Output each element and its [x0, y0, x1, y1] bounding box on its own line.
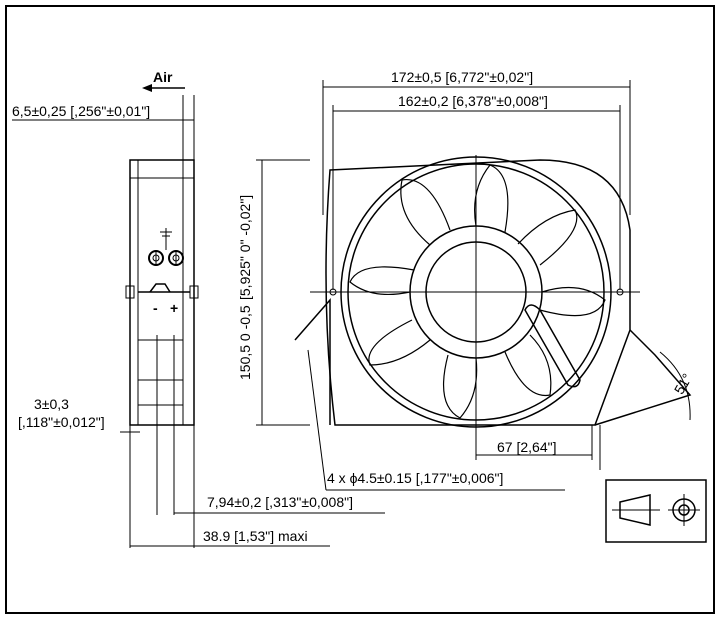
height-dim-mm: 150,5 0 -0,5 [237, 305, 253, 380]
overall-width-dim: 172±0,5 [6,772"±0,02"] [391, 69, 533, 85]
hole-spacing-dim: 162±0,2 [6,378"±0,008"] [398, 93, 548, 109]
mounting-holes-dim: 4 x ϕ4.5±0.15 [,177"±0,006"] [327, 470, 503, 486]
angle-dim: 51° [671, 371, 695, 397]
connector-terminals [148, 228, 184, 266]
air-label: Air [153, 69, 173, 85]
fan-side-body [129, 159, 195, 426]
rotation-arrow-icon [149, 283, 171, 293]
minus-label: - [153, 300, 158, 316]
mount-hole-right [616, 288, 624, 296]
terminal-housing [594, 329, 692, 426]
depth-inner-dim: 7,94±0,2 [,313"±0,008"] [207, 494, 353, 510]
lip-dim: 3±0,3 [34, 396, 69, 412]
side-view: Air 6,5±0,25 [,256"±0,01"] [12, 69, 385, 548]
projection-symbol [605, 479, 707, 543]
depth-max-dim: 38.9 [1,53"] maxi [203, 528, 308, 544]
plus-label: + [170, 300, 178, 316]
height-dim-inch: [5,925" 0" -0,02"] [237, 195, 253, 300]
drawing-border [5, 5, 715, 614]
fan-frame-outline [325, 159, 631, 426]
air-arrowhead-icon [142, 84, 152, 92]
cable-channel [524, 304, 581, 388]
front-view: 172±0,5 [6,772"±0,02"] 162±0,2 [6,378"±0… [237, 69, 695, 491]
mount-hole-left [329, 288, 337, 296]
lip-dim-inch: [,118"±0,012"] [18, 414, 105, 430]
side-extension-dim: 67 [2,64"] [497, 439, 556, 455]
frame-thickness-dim: 6,5±0,25 [,256"±0,01"] [12, 103, 150, 119]
